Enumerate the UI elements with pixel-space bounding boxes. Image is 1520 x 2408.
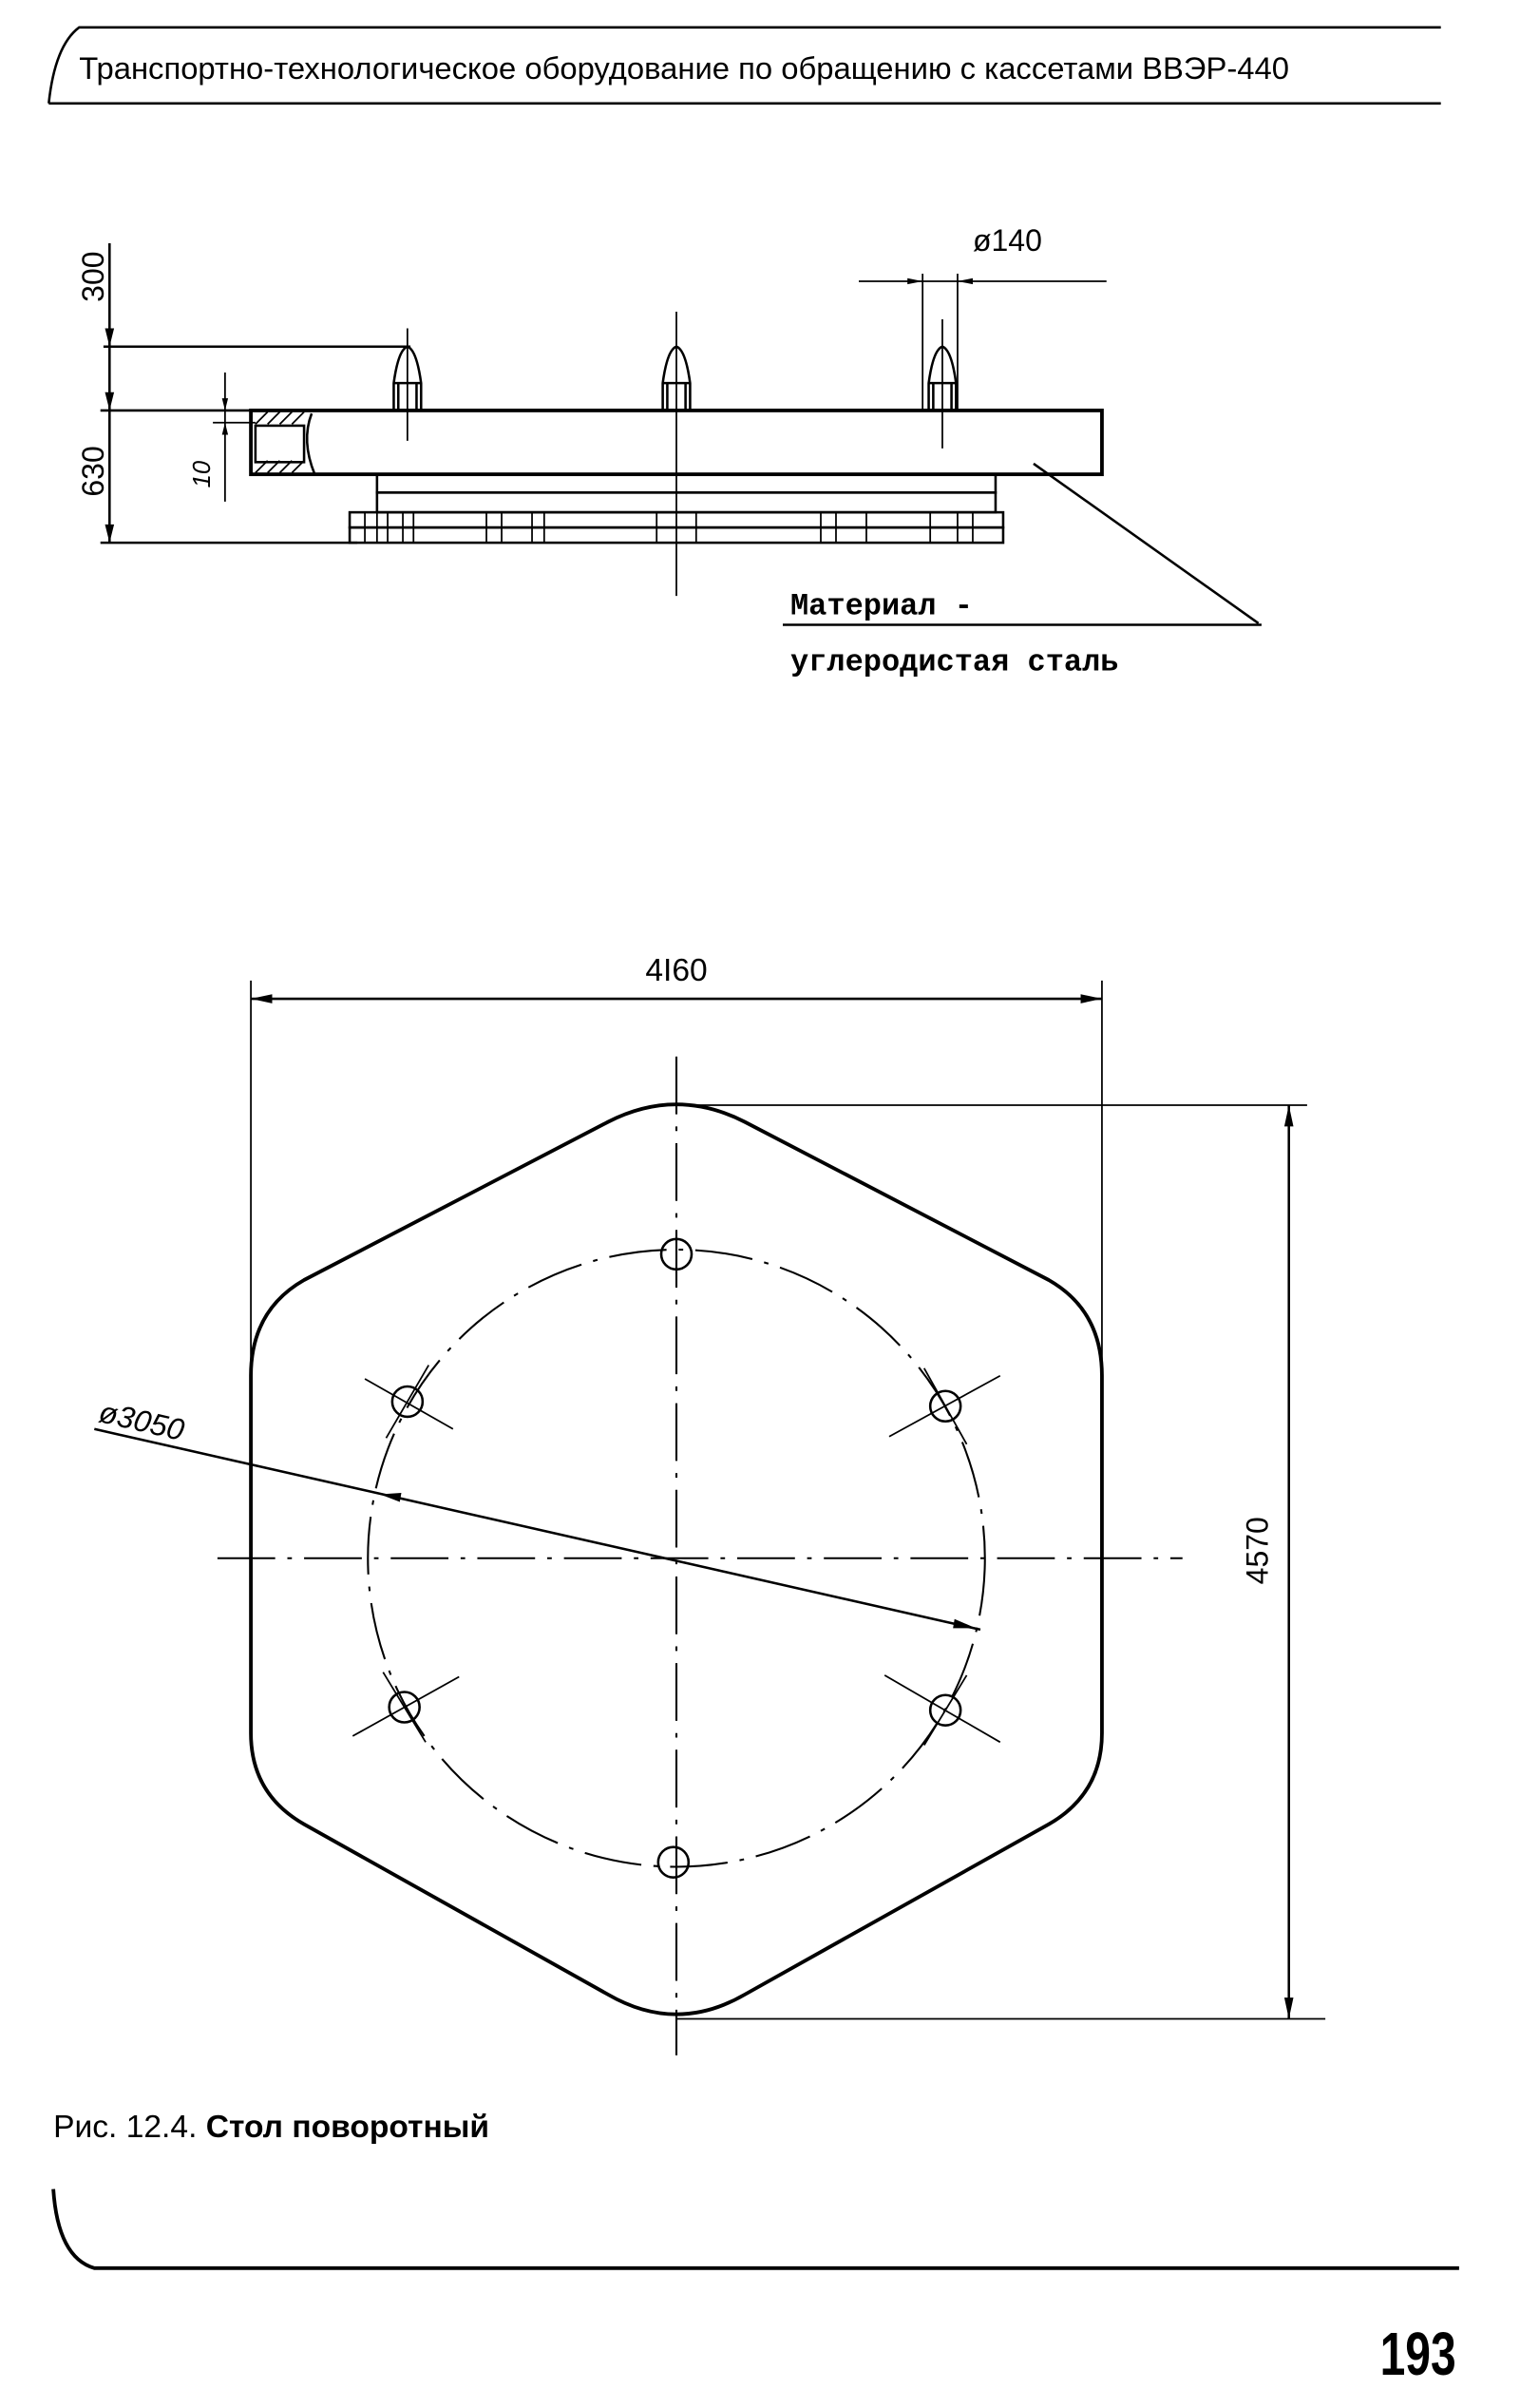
dim-height: 4570 — [1240, 1517, 1274, 1584]
plan-view-drawing — [94, 980, 1326, 2055]
dim-pin-diameter: ø140 — [973, 223, 1042, 258]
header-frame — [48, 26, 1441, 105]
side-view-drawing — [100, 242, 1262, 626]
bolt-circle — [367, 1248, 986, 1868]
dim-total-height: 630 — [76, 446, 110, 496]
dim-width: 4I60 — [645, 953, 707, 988]
figure-title: Стол поворотный — [206, 2110, 489, 2145]
table-outline — [249, 1102, 1104, 2016]
running-title: Транспортно-технологическое оборудование… — [79, 50, 1289, 86]
page-number: 193 — [1380, 2320, 1456, 2387]
figure-caption: Рис. 12.4. Стол поворотный — [53, 2110, 489, 2145]
footer-frame — [51, 2188, 1459, 2270]
holes — [352, 1237, 1001, 1879]
material-label: Материал - — [790, 588, 973, 623]
material-value: углеродистая сталь — [790, 644, 1119, 679]
dim-wall-thickness: 10 — [189, 460, 216, 487]
figure-number: Рис. 12.4. — [53, 2110, 197, 2145]
pins — [392, 345, 958, 411]
dim-pin-height: 300 — [76, 251, 110, 301]
